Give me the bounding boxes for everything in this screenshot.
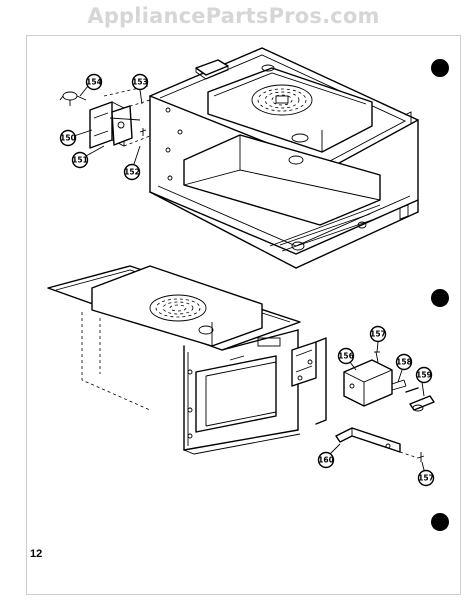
watermark: AppliancePartsPros.com bbox=[87, 4, 380, 28]
callout-157a: 157 bbox=[369, 325, 387, 353]
upper-bracket-group bbox=[59, 85, 151, 149]
callout-153: 153 bbox=[131, 73, 149, 105]
callout-152-label: 152 bbox=[124, 168, 140, 177]
callout-160: 160 bbox=[317, 443, 341, 469]
callout-159-label: 159 bbox=[416, 371, 432, 380]
callout-158-label: 158 bbox=[396, 358, 412, 367]
callout-156-label: 156 bbox=[338, 352, 354, 361]
page-number: 12 bbox=[30, 548, 43, 560]
binder-hole-icon bbox=[431, 513, 449, 531]
callout-150-label: 150 bbox=[60, 134, 76, 143]
callout-158: 158 bbox=[395, 353, 413, 383]
callout-157b: 157 bbox=[417, 461, 435, 487]
callout-159: 159 bbox=[415, 366, 433, 397]
upper-oven-assembly bbox=[149, 47, 419, 269]
lower-switch-group bbox=[335, 351, 435, 462]
callout-154-label: 154 bbox=[86, 78, 102, 87]
lower-oven-assembly bbox=[47, 265, 327, 455]
callout-150: 150 bbox=[59, 129, 93, 147]
callout-157a-label: 157 bbox=[370, 330, 386, 339]
callout-157b-label: 157 bbox=[418, 474, 434, 483]
callout-153-label: 153 bbox=[132, 78, 148, 87]
callout-152: 152 bbox=[123, 145, 141, 181]
callout-156: 156 bbox=[337, 347, 357, 371]
callout-151: 151 bbox=[71, 145, 105, 169]
callout-160-label: 160 bbox=[318, 456, 334, 465]
binder-hole-icon bbox=[431, 289, 449, 307]
page-frame bbox=[26, 35, 461, 595]
binder-hole-icon bbox=[431, 59, 449, 77]
callout-154: 154 bbox=[79, 73, 103, 97]
callout-151-label: 151 bbox=[72, 156, 88, 165]
